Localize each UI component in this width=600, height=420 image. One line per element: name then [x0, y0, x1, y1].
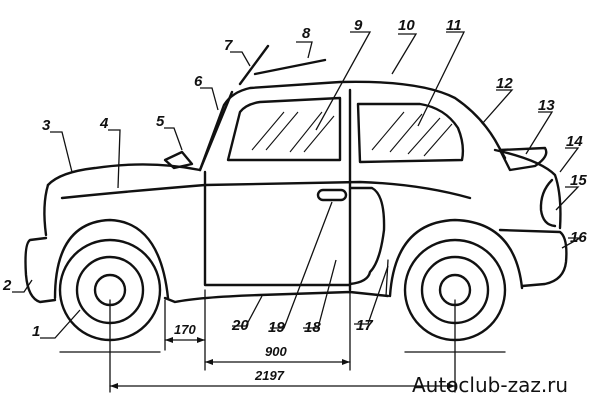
- rear-vent-grille: [498, 146, 548, 172]
- door: [203, 170, 386, 287]
- leader-lines: [12, 31, 583, 339]
- belt-line: [60, 180, 472, 200]
- callout-20: 20: [231, 317, 249, 334]
- callout-4: 4: [99, 115, 109, 132]
- front-bumper: [24, 236, 57, 304]
- rear-bumper: [498, 228, 568, 288]
- rear-door-seam: [385, 259, 389, 297]
- dimension-170: 170: [174, 322, 196, 337]
- roof-outline: [198, 80, 507, 172]
- callout-3: 3: [42, 117, 51, 134]
- a-pillar: [198, 90, 234, 172]
- callout-16: 16: [570, 229, 587, 246]
- antenna: [238, 44, 270, 86]
- watermark: Autoclub-zaz.ru: [412, 373, 568, 397]
- front-wheel-arch: [53, 218, 170, 300]
- windows: [198, 88, 465, 292]
- front-face: [43, 183, 50, 237]
- washer-nozzle: [163, 150, 194, 170]
- small-details: [163, 44, 548, 297]
- door-front-edge: [203, 170, 352, 287]
- callout-8: 8: [302, 25, 311, 42]
- callout-2: 2: [2, 277, 12, 294]
- callout-1: 1: [32, 323, 40, 340]
- rear-light: [539, 178, 557, 228]
- callout-6: 6: [194, 73, 203, 90]
- rear-wheel: [388, 218, 524, 342]
- callout-17: 17: [356, 317, 373, 334]
- rear-wheel-arch: [388, 218, 524, 298]
- callout-9: 9: [354, 17, 363, 34]
- door-window: [226, 96, 342, 162]
- callout-numbers: 1 2 3 4 5 6 7 8 9 10 11 12 13 14 15 16 1…: [2, 17, 587, 340]
- dimension-2197: 2197: [254, 368, 285, 383]
- callout-11: 11: [446, 17, 462, 34]
- rear-window-hatching: [371, 111, 453, 157]
- callout-14: 14: [566, 133, 583, 150]
- door-rear-curve: [348, 186, 386, 286]
- rear-quarter-window: [356, 102, 465, 164]
- door-window-hatching: [251, 111, 335, 153]
- hood-outline: [46, 163, 202, 187]
- door-handle: [316, 188, 348, 202]
- callout-13: 13: [538, 97, 555, 114]
- dimension-lines: [109, 289, 456, 393]
- dimension-labels: 170 900 2197: [174, 322, 287, 383]
- callout-15: 15: [570, 172, 587, 189]
- callout-12: 12: [496, 75, 513, 92]
- callout-10: 10: [398, 17, 415, 34]
- rear-deck: [493, 148, 562, 230]
- callout-5: 5: [156, 113, 165, 130]
- callout-18: 18: [304, 319, 321, 336]
- sill-line: [163, 290, 390, 304]
- callout-19: 19: [268, 319, 285, 336]
- front-wheel: [53, 218, 170, 342]
- callout-7: 7: [224, 37, 233, 54]
- dimension-900: 900: [265, 344, 287, 359]
- roof-rack-bar: [253, 58, 327, 76]
